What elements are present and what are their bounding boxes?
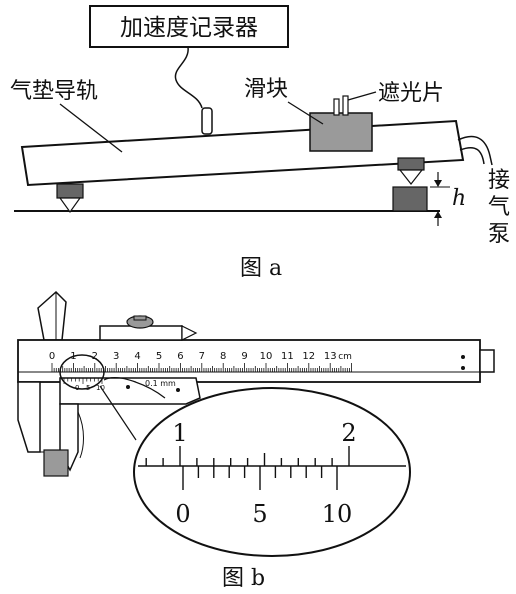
beam-screw-2 bbox=[461, 366, 465, 370]
right-foot-block bbox=[397, 157, 425, 171]
jaw-curve bbox=[77, 411, 84, 459]
air-pump-label-3: 泵 bbox=[488, 222, 510, 247]
shade-plate-label: 遮光片 bbox=[378, 81, 444, 106]
h-arrowhead-bottom bbox=[434, 211, 442, 218]
main-scale-num-11: 11 bbox=[281, 351, 294, 362]
right-foot-tip bbox=[398, 169, 424, 185]
beam-screw-1 bbox=[461, 355, 465, 359]
vernier-top-tip bbox=[181, 325, 198, 341]
air-track-leader bbox=[59, 103, 123, 153]
air-pump-label-2: 气 bbox=[488, 195, 510, 220]
accelerometer-label: 加速度记录器 bbox=[120, 15, 258, 41]
air-pump-label-1: 接 bbox=[488, 168, 510, 193]
figure-a: 加速度记录器 气垫导轨 滑块 遮光片 接 气 泵 bbox=[10, 5, 510, 281]
main-beam bbox=[17, 339, 481, 383]
zoom-main-num-1: 1 bbox=[172, 419, 187, 447]
main-scale-num-9: 9 bbox=[241, 351, 247, 362]
main-scale-num-3: 3 bbox=[113, 351, 119, 362]
left-foot-block bbox=[56, 183, 84, 199]
h-label: h bbox=[452, 186, 466, 211]
main-scale-unit: cm bbox=[338, 352, 352, 362]
depth-rod bbox=[479, 349, 495, 373]
magnifier-source-ring bbox=[59, 354, 105, 390]
zoom-vernier-num-0: 0 bbox=[175, 500, 190, 528]
h-arrowhead-top bbox=[434, 180, 442, 187]
zoom-vernier-scale bbox=[182, 466, 338, 490]
lock-screw-cap bbox=[133, 315, 147, 321]
zoom-ellipse bbox=[133, 387, 411, 557]
main-scale-num-4: 4 bbox=[134, 351, 140, 362]
left-foot-tip bbox=[58, 197, 82, 214]
air-track-label: 气垫导轨 bbox=[10, 79, 98, 104]
vernier-precision-label: 0.1 mm bbox=[145, 379, 176, 388]
shade-plate-post-2 bbox=[342, 95, 349, 116]
zoom-main-scale bbox=[145, 446, 350, 466]
main-scale-num-0: 0 bbox=[49, 351, 55, 362]
slider-screw-2 bbox=[176, 388, 180, 392]
air-hose bbox=[457, 135, 493, 166]
zoom-vernier-num-5: 5 bbox=[252, 500, 267, 528]
accelerometer-box bbox=[89, 5, 289, 48]
main-scale bbox=[51, 363, 353, 372]
main-scale-num-13: 13 bbox=[324, 351, 337, 362]
sensor-cable bbox=[174, 46, 203, 109]
shade-plate-leader bbox=[347, 91, 377, 101]
sensor-post bbox=[201, 107, 213, 135]
air-track bbox=[20, 119, 465, 187]
main-scale-num-7: 7 bbox=[199, 351, 205, 362]
main-scale-num-12: 12 bbox=[302, 351, 315, 362]
main-scale-num-6: 6 bbox=[177, 351, 183, 362]
zoom-main-num-2: 2 bbox=[341, 419, 356, 447]
air-hose-inner bbox=[459, 146, 485, 165]
upper-fixed-jaw bbox=[37, 290, 67, 341]
measured-object bbox=[43, 449, 69, 477]
slider-label: 滑块 bbox=[244, 77, 288, 102]
magnifier-leader-2 bbox=[103, 377, 166, 399]
main-scale-num-2: 2 bbox=[92, 351, 98, 362]
slider-leader bbox=[287, 101, 324, 125]
shade-plate-post-1 bbox=[333, 98, 340, 116]
slider-block bbox=[309, 112, 373, 152]
figure-b-caption: 图 b bbox=[222, 566, 265, 591]
main-scale-num-10: 10 bbox=[260, 351, 273, 362]
lower-fixed-jaw bbox=[17, 381, 41, 453]
height-shim bbox=[392, 186, 428, 212]
main-scale-num-5: 5 bbox=[156, 351, 162, 362]
small-vernier-num-10: 10 bbox=[96, 384, 105, 392]
slider-screw-1 bbox=[126, 385, 130, 389]
main-scale-num-8: 8 bbox=[220, 351, 226, 362]
figure-a-caption: 图 a bbox=[240, 256, 282, 281]
zoom-vernier-num-10: 10 bbox=[322, 500, 353, 528]
magnifier-leader-1 bbox=[99, 385, 137, 441]
